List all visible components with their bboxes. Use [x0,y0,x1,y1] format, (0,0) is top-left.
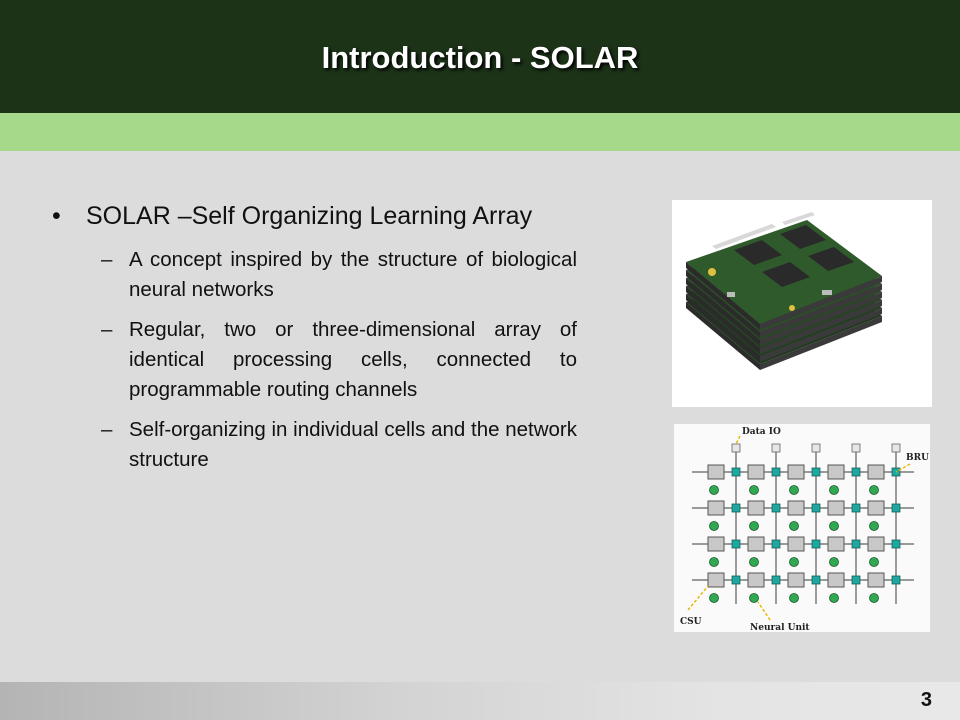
sub-marker: – [101,248,113,271]
diagram-label-neural-unit: Neural Unit [750,623,810,632]
sub-item-text: A concept inspired by the structure of b… [129,248,577,301]
diagram-label-csu: CSU [680,617,702,627]
slide-title: Introduction - SOLAR [321,40,639,75]
sub-list: – A concept inspired by the structure of… [52,245,577,475]
bullet-text: SOLAR –Self Organizing Learning Array [86,202,533,230]
sub-item-text: Regular, two or three-dimensional array … [129,318,577,401]
circuit-board-stack-image [686,212,882,370]
slide-content: • SOLAR –Self Organizing Learning Array … [52,198,577,475]
page-number: 3 [920,689,932,711]
array-diagram: Data IO BRU CSU Neural Unit [674,424,930,633]
slide-header [0,0,960,113]
diagram-label-data-io: Data IO [742,427,781,437]
bullet-item: • SOLAR –Self Organizing Learning Array [52,198,577,235]
sub-item: – A concept inspired by the structure of… [52,245,577,305]
circuit-board-photo [672,200,932,407]
bullet-marker: • [52,202,61,230]
sub-item: – Regular, two or three-dimensional arra… [52,315,577,405]
sub-item: – Self-organizing in individual cells an… [52,415,577,475]
accent-bar [0,113,960,151]
sub-item-text: Self-organizing in individual cells and … [129,418,577,471]
sub-marker: – [101,418,113,441]
sub-marker: – [101,318,113,341]
slide-footer [0,682,960,720]
solar-array-diagram: Data IO BRU CSU Neural Unit [680,427,929,633]
diagram-label-bru: BRU [906,453,929,463]
